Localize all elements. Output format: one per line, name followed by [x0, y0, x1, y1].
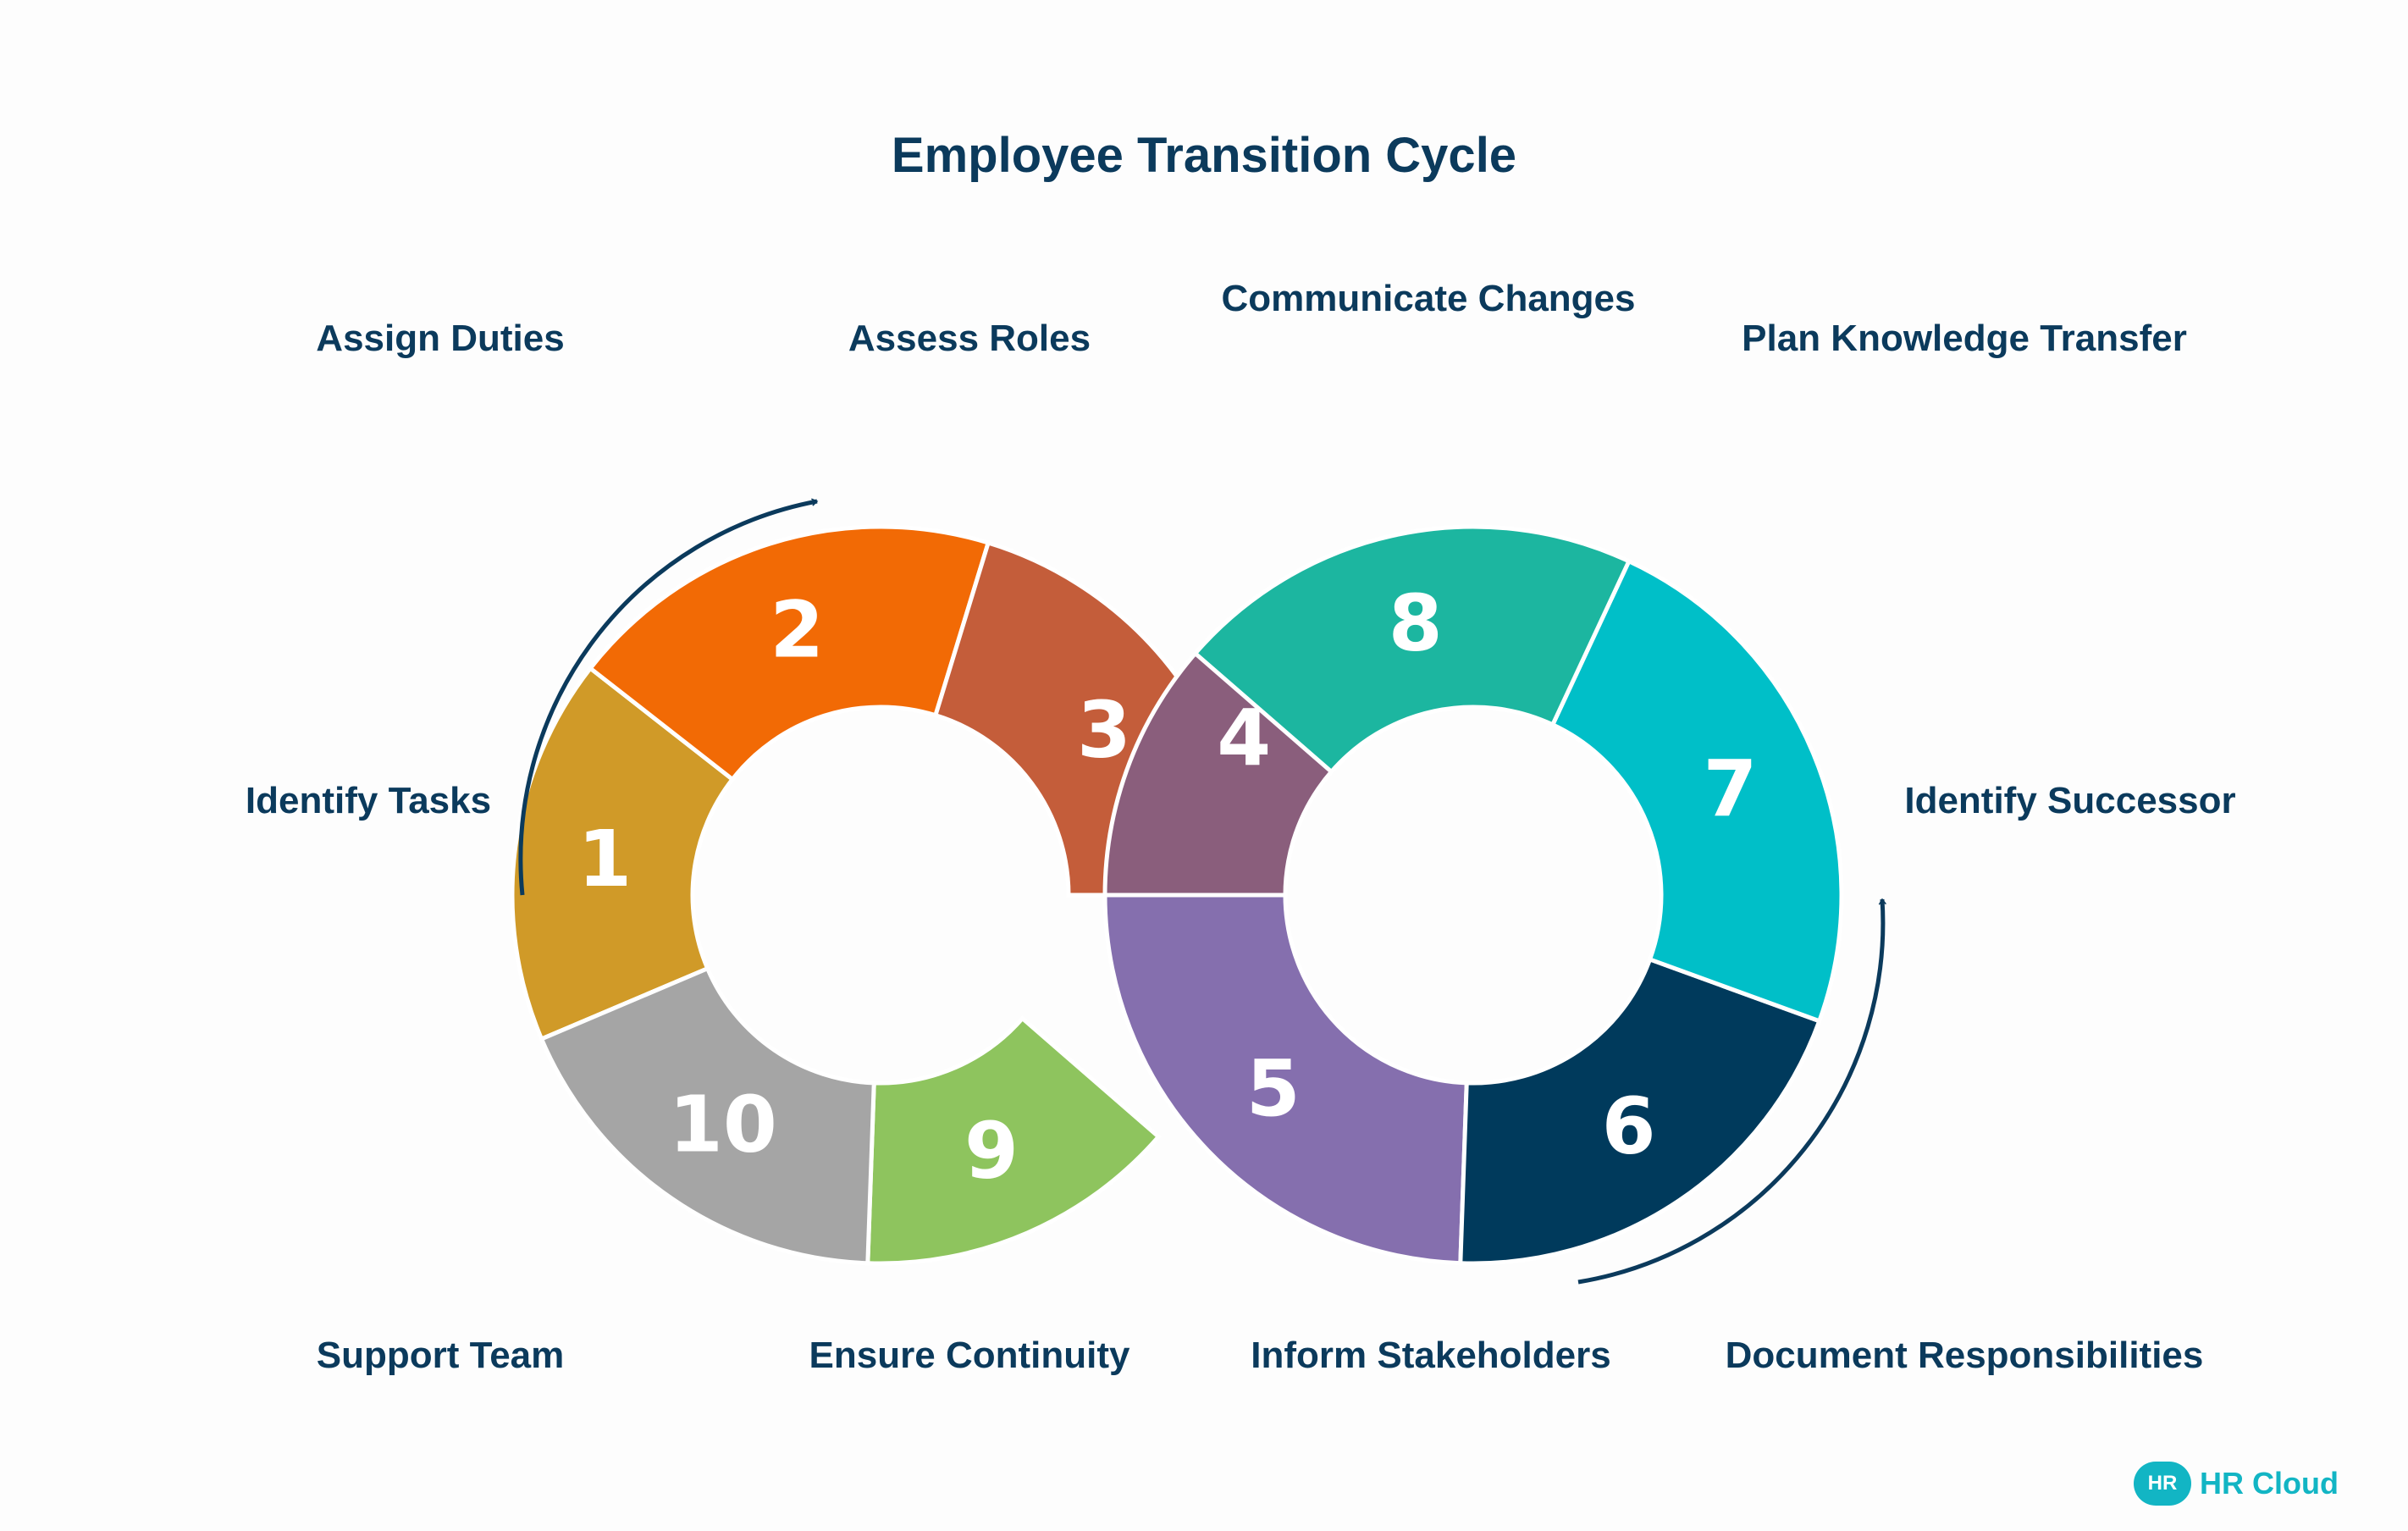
segment-5	[1102, 893, 1469, 1266]
segment-number-5: 5	[1246, 1043, 1301, 1134]
segment-10	[538, 965, 876, 1266]
segment-number-1: 1	[577, 814, 632, 904]
segment-number-7: 7	[1703, 743, 1757, 834]
cycle-arrow-right	[1577, 898, 1886, 1285]
diagram-title: Employee Transition Cycle	[891, 128, 1517, 183]
segment-8	[1192, 524, 1632, 775]
segment-number-6: 6	[1602, 1081, 1656, 1171]
label-ensure-continuity: Ensure Continuity	[809, 1335, 1130, 1376]
segment-number-3: 3	[1077, 685, 1131, 776]
label-assess-roles: Assess Roles	[848, 318, 1091, 359]
segment-9	[865, 1015, 1162, 1266]
hr-cloud-logo: HR HR Cloud	[2134, 1458, 2339, 1509]
label-communicate-changes: Communicate Changes	[1221, 278, 1636, 319]
segment-7	[1549, 558, 1844, 1024]
label-identify-successor: Identify Successor	[1904, 780, 2236, 821]
label-inform-stakeholders: Inform Stakeholders	[1251, 1335, 1611, 1376]
segment-number-2: 2	[770, 585, 824, 676]
label-assign-duties: Assign Duties	[316, 318, 565, 359]
segment-1	[510, 665, 736, 1042]
label-plan-knowledge-transfer: Plan Knowledge Transfer	[1742, 318, 2187, 359]
segment-number-8: 8	[1389, 578, 1443, 669]
cycle-arrow-left	[518, 498, 819, 896]
segment-6	[1458, 956, 1822, 1266]
label-identify-tasks: Identify Tasks	[245, 780, 492, 821]
segment-2	[587, 524, 991, 782]
cloud-icon: HR	[2134, 1462, 2191, 1506]
segment-number-9: 9	[964, 1105, 1019, 1196]
label-support-team: Support Team	[316, 1335, 565, 1376]
segment-number-4: 4	[1217, 693, 1271, 783]
segment-number-10: 10	[669, 1080, 777, 1170]
logo-text: HR Cloud	[2200, 1466, 2339, 1501]
label-document-responsibilities: Document Responsibilities	[1725, 1335, 2204, 1376]
